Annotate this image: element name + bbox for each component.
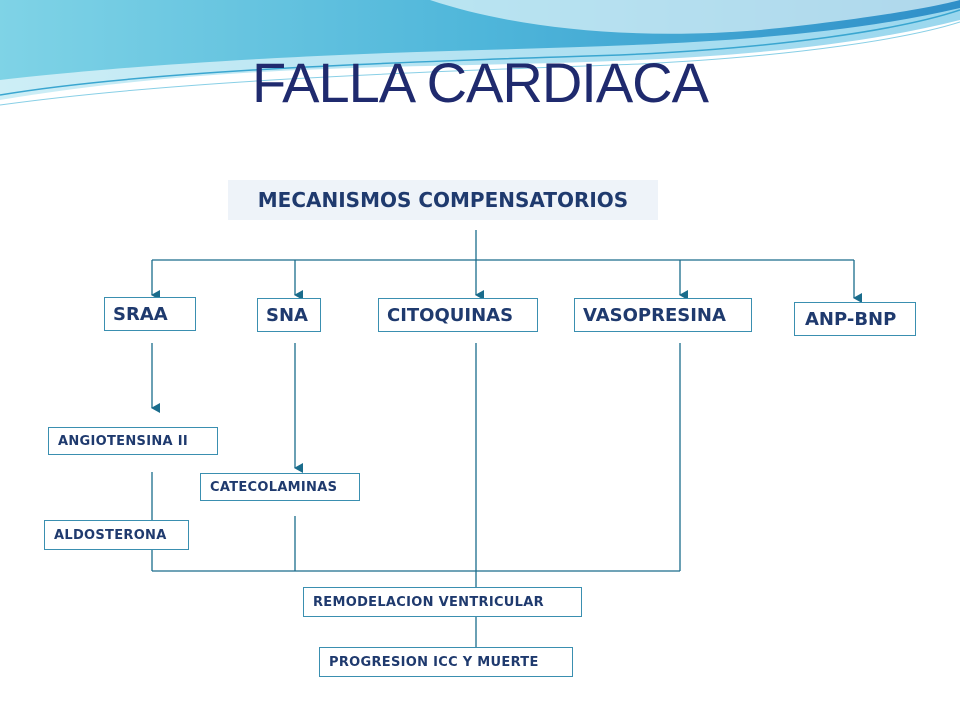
compensatory-mechanisms-header: MECANISMOS COMPENSATORIOS — [228, 180, 658, 220]
vasopresina-box: VASOPRESINA — [574, 298, 752, 332]
catecolaminas-box: CATECOLAMINAS — [200, 473, 360, 501]
sraa-box: SRAA — [104, 297, 196, 331]
sna-box: SNA — [257, 298, 321, 332]
page-title: FALLA CARDIACA — [252, 51, 709, 114]
remodelacion-ventricular-box: REMODELACION VENTRICULAR — [303, 587, 582, 617]
anp-bnp-box: ANP-BNP — [794, 302, 916, 336]
aldosterona-box: ALDOSTERONA — [44, 520, 189, 550]
header-wave-decoration — [0, 0, 960, 106]
citoquinas-box: CITOQUINAS — [378, 298, 538, 332]
progresion-icc-muerte-box: PROGRESION ICC Y MUERTE — [319, 647, 573, 677]
angiotensina-ii-box: ANGIOTENSINA II — [48, 427, 218, 455]
